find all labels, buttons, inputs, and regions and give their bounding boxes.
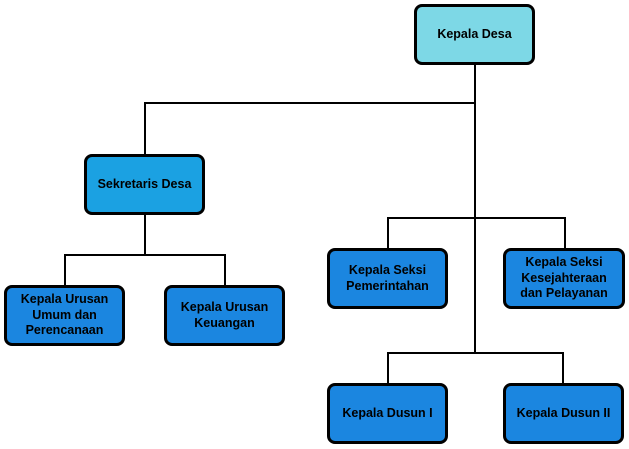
node-kepala-urusan-umum[interactable]: Kepala Urusan Umum dan Perencanaan bbox=[4, 285, 125, 346]
node-kepala-seksi-kesejahteraan[interactable]: Kepala Seksi Kesejahteraan dan Pelayanan bbox=[503, 248, 625, 309]
connector-secretary-urusan bbox=[64, 214, 226, 286]
node-kepala-urusan-keuangan[interactable]: Kepala Urusan Keuangan bbox=[164, 285, 285, 346]
node-kepala-dusun-1[interactable]: Kepala Dusun I bbox=[327, 383, 448, 444]
node-sekretaris-desa[interactable]: Sekretaris Desa bbox=[84, 154, 205, 215]
connector-head-secretary bbox=[144, 64, 476, 155]
connector-dusun bbox=[387, 352, 564, 384]
node-kepala-desa[interactable]: Kepala Desa bbox=[414, 4, 535, 65]
node-kepala-dusun-2[interactable]: Kepala Dusun II bbox=[503, 383, 624, 444]
connector-seksi bbox=[387, 217, 566, 248]
node-kepala-seksi-pemerintahan[interactable]: Kepala Seksi Pemerintahan bbox=[327, 248, 448, 309]
